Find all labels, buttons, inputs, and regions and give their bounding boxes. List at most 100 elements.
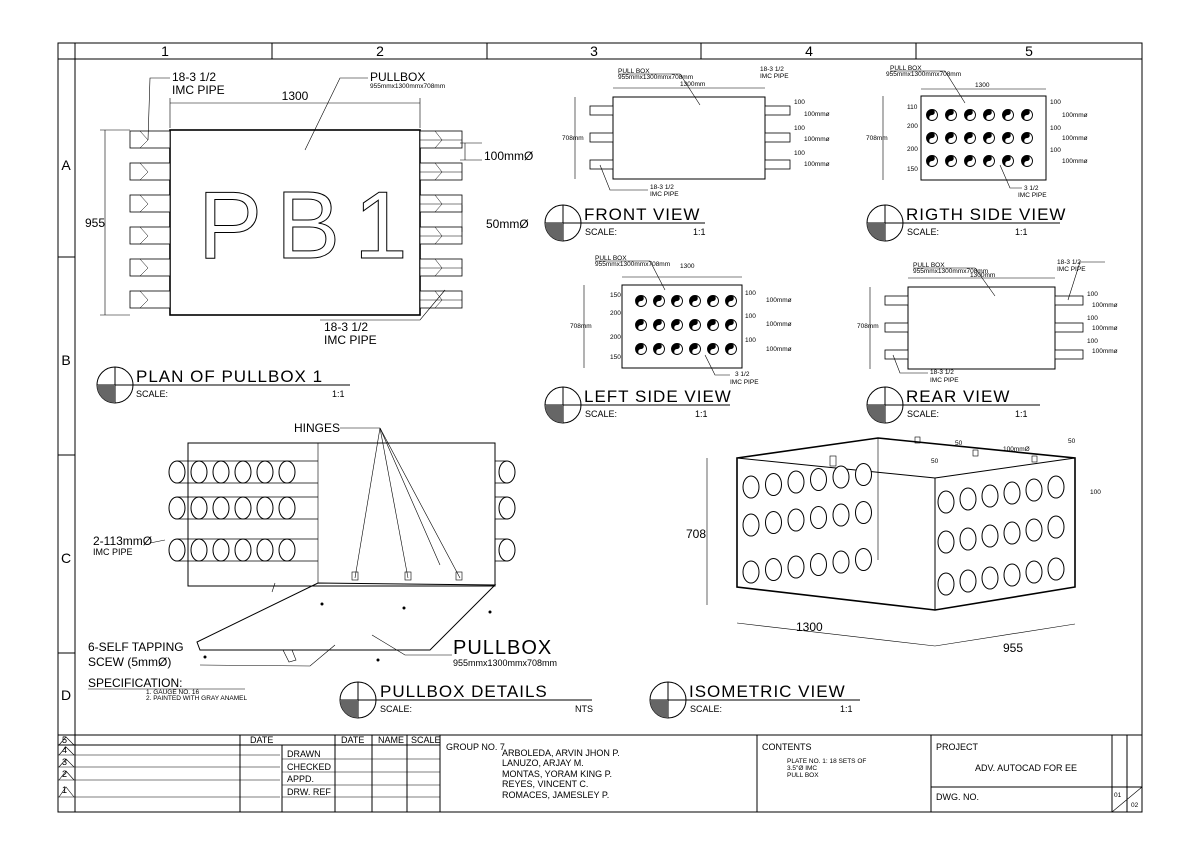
plan-left-pipe	[129, 226, 171, 245]
details-pipe-end	[234, 460, 252, 484]
left-left-dim-2: 200	[610, 310, 621, 317]
iso-scale-label: SCALE:	[690, 704, 722, 714]
left-hole-mark	[689, 295, 698, 307]
plan-left-pipe	[129, 130, 171, 149]
left-left-dim-4: 150	[610, 354, 621, 361]
right-hole-mark	[1002, 155, 1011, 167]
plan-scale-value: 1:1	[332, 389, 345, 399]
plan-left-pipe	[129, 258, 171, 277]
details-lid	[196, 582, 497, 651]
right-right-dim-4: 100mmø	[1062, 135, 1088, 142]
left-title: LEFT SIDE VIEW	[584, 387, 732, 406]
front-right-dim-6: 100mmø	[804, 161, 830, 168]
rear-pipe-top-2: IMC PIPE	[1057, 266, 1086, 273]
plan-box-outline	[169, 129, 421, 316]
details-pipe-end	[278, 538, 296, 562]
tb-member-3: MONTAS, YORAM KING P.	[502, 769, 612, 779]
details-pipe-end	[278, 496, 296, 520]
iso-holes	[742, 463, 1065, 596]
left-pullbox-size: 955mmx1300mmx708mm	[595, 261, 670, 268]
left-hole-mark	[635, 343, 644, 355]
details-right-pipe	[498, 460, 516, 484]
iso-hole-left	[742, 475, 760, 499]
plan-pullbox-size: 955mmx1300mmx708mm	[370, 83, 445, 90]
column-label-5: 5	[1025, 43, 1033, 59]
left-right-dim-4: 100mmø	[766, 321, 792, 328]
right-box-outline	[920, 95, 1047, 181]
plan-scale-label: SCALE:	[136, 389, 168, 399]
row-label-c: C	[61, 550, 71, 566]
plan-pipe-top-label-2: IMC PIPE	[172, 83, 225, 97]
tb-contents-1: PLATE NO. 1: 18 SETS OF	[787, 758, 866, 765]
iso-title-symbol	[649, 681, 860, 719]
right-right-dim-3: 100	[1050, 125, 1061, 132]
iso-dia: 100mmØ	[1003, 446, 1030, 453]
iso-hole-right	[981, 484, 999, 508]
rear-height-dim: 708mm	[857, 323, 879, 330]
row-label-a: A	[61, 157, 71, 173]
right-right-dim-1: 100	[1050, 99, 1061, 106]
iso-hole-right	[1025, 560, 1043, 584]
rear-right-dim-6: 100mmø	[1092, 348, 1118, 355]
plan-big-label: PB1	[198, 172, 421, 279]
left-hole-mark	[725, 295, 734, 307]
front-right-dim-4: 100mmø	[804, 136, 830, 143]
rear-width-dim: 1300mm	[970, 272, 995, 279]
plan-left-pipe-arrow	[139, 258, 149, 277]
rev-number-4: 4	[62, 745, 67, 755]
plan-left-pipe-arrow	[139, 162, 149, 181]
left-right-dim-2: 100mmø	[766, 297, 792, 304]
left-right-dim-1: 100	[745, 290, 756, 297]
iso-hole-left	[855, 548, 872, 571]
tb-project-name: ADV. AUTOCAD FOR EE	[975, 763, 1077, 773]
iso-title: ISOMETRIC VIEW	[689, 682, 846, 701]
tb-sheet-no: 01	[1114, 792, 1122, 799]
front-right-dim-2: 100mmø	[804, 111, 830, 118]
right-right-dim-2: 100mmø	[1062, 112, 1088, 119]
iso-hole-left	[832, 550, 850, 574]
tb-dwg-label: DWG. NO.	[936, 792, 979, 802]
right-hole-mark	[926, 132, 935, 144]
right-hole-mark	[1021, 109, 1030, 121]
plan-right-pipe	[419, 290, 463, 309]
details-spec-title: SPECIFICATION:	[88, 676, 182, 690]
column-label-1: 1	[161, 43, 169, 59]
rear-pipes	[884, 295, 1084, 360]
left-hole-mark	[707, 319, 716, 331]
tb-member-1: ARBOLEDA, ARVIN JHON P.	[502, 748, 620, 758]
plan-left-pipe	[129, 194, 171, 213]
plan-right-pipe-arrow	[434, 258, 443, 277]
iso-hole-right	[959, 527, 977, 551]
plan-right-pipe	[419, 194, 463, 213]
left-pipe-label-1: 3 1/2	[735, 371, 750, 378]
left-scale-label: SCALE:	[585, 409, 617, 419]
rear-scale-value: 1:1	[1015, 409, 1028, 419]
rear-left-pipe	[884, 295, 909, 306]
details-right-pipe	[498, 538, 516, 562]
right-scale-value: 1:1	[1015, 227, 1028, 237]
right-left-dim-3: 200	[907, 146, 918, 153]
plan-view: PB1 1300 955 18-3 1/2 IMC PIPE PULLBOX 9…	[85, 70, 533, 404]
iso-height-dim: 708	[686, 527, 706, 541]
right-holes	[926, 109, 1033, 167]
tb-member-4: REYES, VINCENT C.	[502, 779, 588, 789]
details-pipe-end	[190, 460, 208, 484]
front-pipe-label-1: 18-3 1/2	[650, 184, 674, 191]
iso-dim-100: 100	[1090, 489, 1101, 496]
right-left-dim-1: 110	[907, 104, 918, 111]
right-left-dim-4: 150	[907, 166, 918, 173]
tb-row-drw-ref: DRW. REF	[287, 787, 331, 797]
rear-pullbox-label: PULL BOX	[913, 262, 945, 269]
left-right-dim-6: 100mmø	[766, 346, 792, 353]
rev-number-5: 5	[62, 735, 67, 745]
left-height-dim: 708mm	[570, 323, 592, 330]
iso-hole-left	[765, 473, 782, 496]
details-pipe-label-1: 2-113mmØ	[93, 534, 152, 548]
iso-hole-left	[787, 470, 805, 494]
left-title-symbol	[544, 386, 730, 424]
right-right-dim-6: 100mmø	[1062, 158, 1088, 165]
left-left-dim-1: 150	[610, 292, 621, 299]
tb-name-header: NAME	[378, 735, 404, 745]
iso-hole-left	[855, 463, 872, 486]
left-hole-mark	[635, 295, 644, 307]
